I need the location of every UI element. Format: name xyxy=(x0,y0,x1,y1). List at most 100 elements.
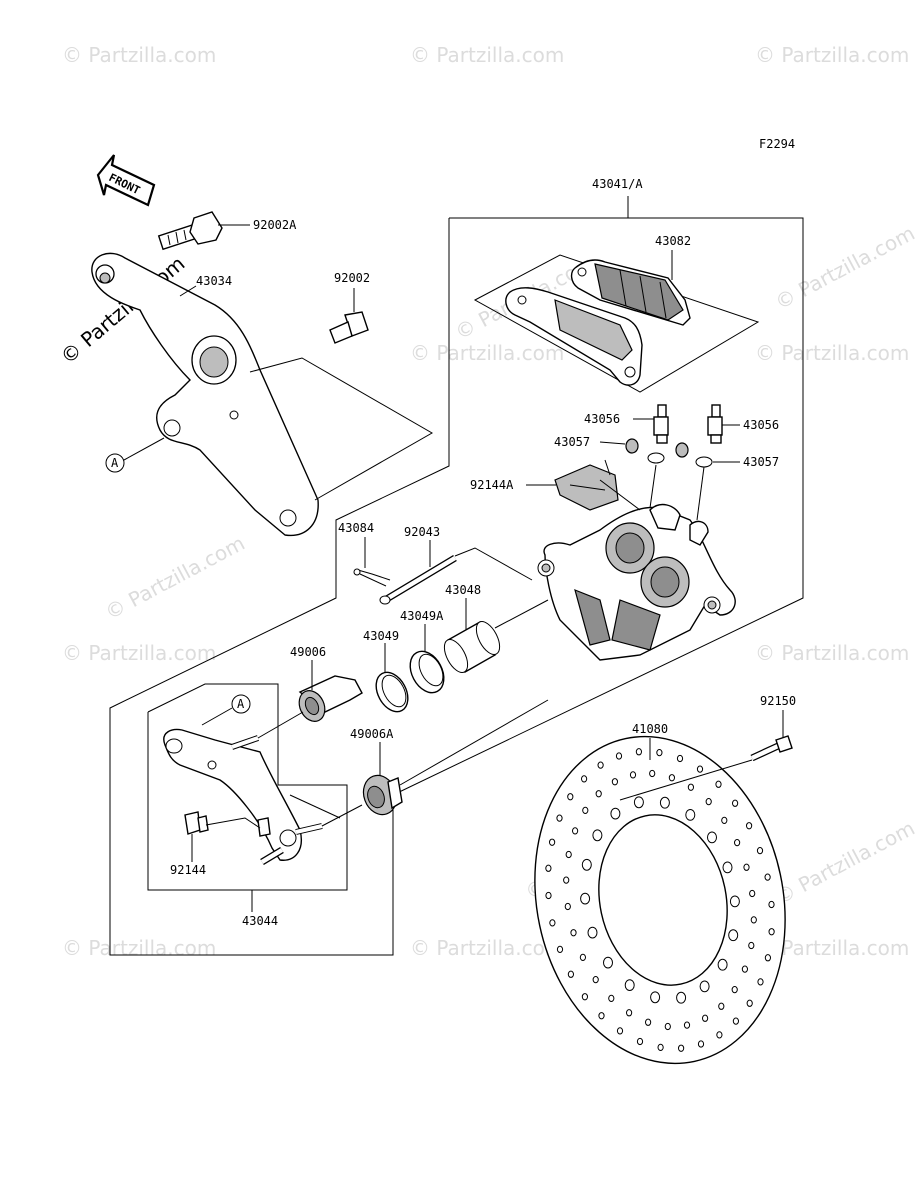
caliper-body xyxy=(537,503,736,661)
pad-spring-92144 xyxy=(184,811,271,837)
disc-hole xyxy=(656,748,663,757)
figure-code: F2294 xyxy=(759,137,795,151)
part-label-43049A: 43049A xyxy=(400,609,444,623)
part-label-43048: 43048 xyxy=(445,583,481,597)
disc-hole xyxy=(603,956,613,969)
disc-hole xyxy=(721,816,728,825)
disc-hole xyxy=(572,827,579,835)
disc-hole xyxy=(595,790,602,798)
part-label-92002A: 92002A xyxy=(253,218,297,232)
part-label-43049: 43049 xyxy=(363,629,399,643)
disc-hole xyxy=(567,970,575,978)
disc-hole xyxy=(597,761,604,769)
part-label-92150: 92150 xyxy=(760,694,796,708)
disc-hole xyxy=(683,1021,691,1029)
disc-hole xyxy=(581,993,589,1001)
disc-hole xyxy=(750,916,757,924)
disc-hole xyxy=(718,1002,725,1010)
disc-hole xyxy=(685,809,696,821)
bolt-92002A xyxy=(157,211,223,251)
disc-hole xyxy=(629,771,637,779)
disc-hole xyxy=(732,1017,740,1025)
disc-hole xyxy=(678,1044,685,1052)
disc-hole xyxy=(570,929,577,937)
disc-hole xyxy=(592,975,599,984)
disc-hole xyxy=(567,793,574,801)
disc-hole xyxy=(581,775,588,783)
disc-hole xyxy=(668,774,676,782)
disc-hole xyxy=(556,945,564,954)
disc-hole xyxy=(764,873,771,881)
disc-hole xyxy=(743,863,750,871)
disc-hole xyxy=(615,752,623,760)
disc-hole xyxy=(757,978,764,986)
watermark: © Partzilla.com xyxy=(771,816,917,910)
disc-hole xyxy=(592,829,603,842)
pin-boot-49006A xyxy=(362,774,403,816)
part-label-43057-left: 43057 xyxy=(554,435,590,449)
pad-spring-92144A xyxy=(554,459,619,511)
watermark: © Partzilla.com xyxy=(410,43,564,67)
disc-hole xyxy=(702,1014,709,1022)
disc-hole xyxy=(657,1043,664,1052)
disc-hole xyxy=(676,754,684,763)
part-label-43056-left: 43056 xyxy=(584,412,620,426)
watermark: © Partzilla.com xyxy=(62,641,216,665)
disc-bolt-92150 xyxy=(750,735,793,762)
disc-hole xyxy=(722,861,733,874)
disc-hole xyxy=(581,858,592,871)
disc-hole xyxy=(649,769,656,778)
part-label-43084: 43084 xyxy=(338,521,374,535)
disc-hole xyxy=(633,796,644,809)
part-label-43044: 43044 xyxy=(242,914,278,928)
disc-hole xyxy=(545,891,552,900)
bleeder-valves xyxy=(653,404,723,444)
disc-hole xyxy=(610,807,621,820)
watermark: © Partzilla.com xyxy=(62,936,216,960)
part-label-49006: 49006 xyxy=(290,645,326,659)
slide-pin-92043 xyxy=(379,554,457,605)
reference-circle-a xyxy=(105,453,125,473)
disc-hole xyxy=(659,796,670,809)
disc-hole xyxy=(768,900,775,909)
disc-hole xyxy=(549,919,556,927)
part-label-43041A: 43041/A xyxy=(592,177,643,191)
disc-hole xyxy=(729,895,740,908)
disc-hole xyxy=(705,797,712,806)
disc-hole xyxy=(579,953,587,962)
piston-seal-43049 xyxy=(375,671,409,713)
part-label-92002: 92002 xyxy=(334,271,370,285)
part-label-43082: 43082 xyxy=(655,234,691,248)
disc-hole xyxy=(587,926,598,939)
disc-hole xyxy=(650,991,661,1004)
disc-hole xyxy=(707,831,717,844)
disc-hole xyxy=(565,850,572,859)
reference-a: A xyxy=(237,697,245,711)
caliper-assembly-outline xyxy=(109,217,804,956)
watermarks: © Partzilla.com © Partzilla.com © Partzi… xyxy=(56,43,917,960)
disc-hole xyxy=(717,958,728,971)
disc-hole xyxy=(626,1009,633,1017)
dust-seal-43049A xyxy=(409,650,445,694)
support-bracket-43044 xyxy=(163,728,323,866)
part-label-92144: 92144 xyxy=(170,863,206,877)
bleeder-caps xyxy=(625,438,713,468)
part-label-43056-right: 43056 xyxy=(743,418,779,432)
disc-hole xyxy=(549,838,556,846)
reference-a: A xyxy=(111,456,119,470)
part-label-92144A: 92144A xyxy=(470,478,514,492)
bracket-projection-lines xyxy=(249,357,434,501)
pin-boot-49006 xyxy=(298,675,363,722)
disc-hole xyxy=(696,765,704,773)
watermark: © Partzilla.com xyxy=(755,43,909,67)
clip-43084 xyxy=(353,568,391,587)
disc-hole xyxy=(732,799,739,807)
watermark: © Partzilla.com xyxy=(410,341,564,365)
part-label-49006A: 49006A xyxy=(350,727,394,741)
part-label-43034: 43034 xyxy=(196,274,232,288)
reference-circle-a xyxy=(231,694,251,714)
disc-hole xyxy=(756,846,764,855)
disc-hole xyxy=(580,892,591,905)
disc-hole xyxy=(582,806,589,815)
